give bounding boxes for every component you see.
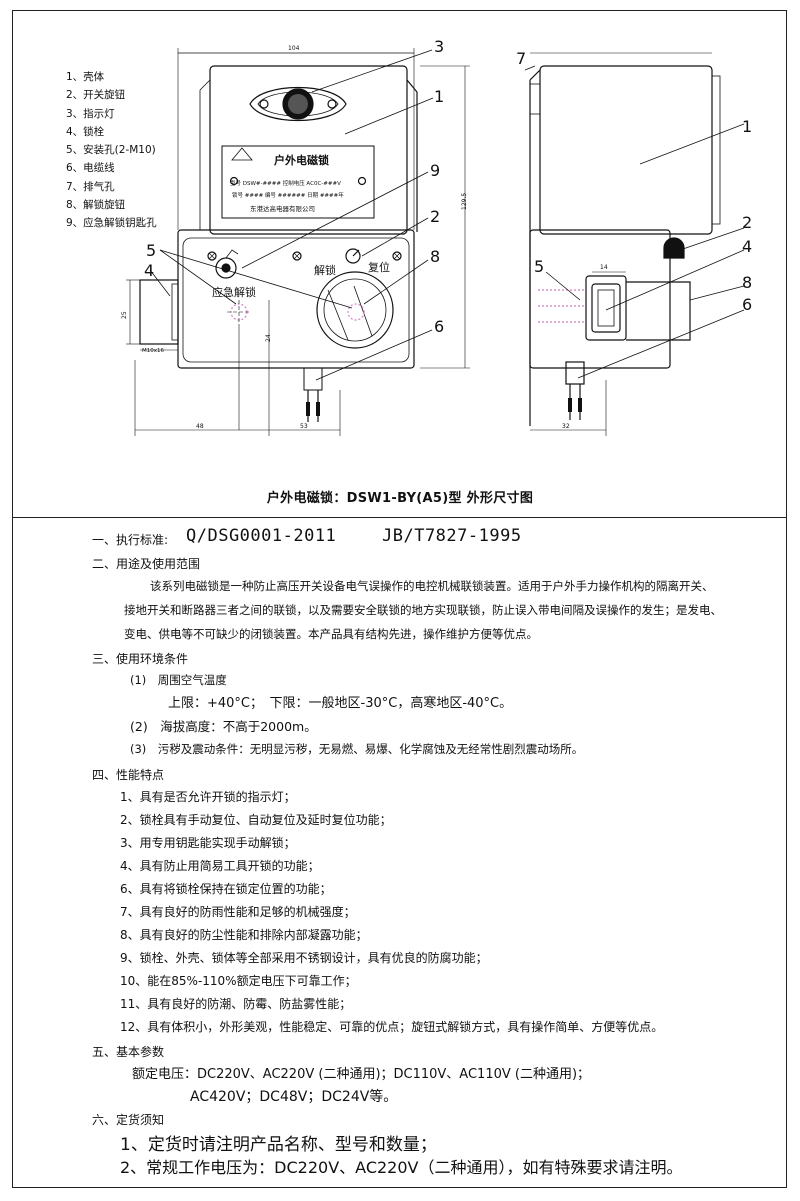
- callout-label: 7: [516, 49, 526, 68]
- technical-drawing: 户外电磁锁 型号 DSW#-#### 控制电压 AC0C-###V 锁号 ###…: [121, 37, 752, 436]
- list-item: 9、锁栓、外壳、锁体等全部采用不锈钢设计，具有优良的防腐功能；: [120, 951, 488, 965]
- legend-item: 5、安装孔(2-M10): [66, 144, 156, 157]
- callout-label: 5: [146, 241, 156, 260]
- list-item: 10、能在85%-110%额定电压下可靠工作；: [120, 974, 357, 988]
- callout-label: 9: [430, 161, 440, 180]
- list-item: 12、具有体积小，外形美观，性能稳定、可靠的优点；旋钮式解锁方式，具有操作简单、…: [120, 1020, 664, 1034]
- legend-item: 8、解锁旋钮: [66, 199, 126, 212]
- callout-label: 6: [742, 295, 752, 314]
- label-unlock: 解锁: [314, 263, 336, 277]
- callout-label: 4: [144, 261, 154, 280]
- paragraph-line: 变电、供电等不可缺少的闭锁装置。本产品具有结构先进，操作维护方便等优点。: [124, 627, 538, 641]
- side-view: 14 32 7 1 2 4 5 8 6: [516, 49, 752, 436]
- callout-label: 8: [430, 247, 440, 266]
- callout-label: 4: [742, 237, 752, 256]
- list-item: (3) 污秽及震动条件：无明显污秽，无易燃、易爆、化学腐蚀及无经常性剧烈震动场所…: [130, 742, 584, 756]
- callout-label: 6: [434, 317, 444, 336]
- dimension-label: 104: [288, 45, 300, 52]
- dimension-label: M10x16: [142, 348, 164, 354]
- list-item: 6、具有将锁栓保持在锁定位置的功能；: [120, 882, 332, 896]
- legend-item: 3、指示灯: [66, 107, 115, 120]
- drawing-sheet-border: [12, 10, 787, 1188]
- section-title: 二、用途及使用范围: [92, 557, 201, 571]
- list-item: 7、具有良好的防雨性能和足够的机械强度；: [120, 905, 356, 919]
- nameplate-title: 户外电磁锁: [274, 153, 329, 167]
- standard-code: JB/T7827-1995: [382, 526, 522, 546]
- callout-label: 1: [742, 117, 752, 136]
- section-title: 三、使用环境条件: [92, 652, 189, 666]
- parameter-line: AC420V；DC48V；DC24V等。: [190, 1089, 398, 1105]
- legend-item: 9、应急解锁钥匙孔: [66, 217, 157, 230]
- legend-item: 4、锁栓: [66, 125, 105, 138]
- list-item: 4、具有防止用简易工具开锁的功能；: [120, 859, 320, 873]
- label-emergency-unlock: 应急解锁: [212, 285, 256, 299]
- ordering-note: 1、定货时请注明产品名称、型号和数量；: [120, 1135, 437, 1155]
- dimension-label: 48: [196, 423, 204, 430]
- legend-item: 7、排气孔: [66, 180, 115, 193]
- dimension-label: 24: [265, 334, 272, 342]
- paragraph-line: 该系列电磁锁是一种防止高压开关设备电气误操作的电控机械联锁装置。适用于户外手力操…: [150, 579, 714, 593]
- list-item: 8、具有良好的防尘性能和排除内部凝露功能；: [120, 928, 368, 942]
- callout-label: 2: [430, 207, 440, 226]
- dimension-label: 53: [300, 423, 308, 430]
- list-item: (2) 海拔高度：不高于2000m。: [130, 719, 317, 734]
- list-item: 上限：+40°C； 下限：一般地区-30°C，高寒地区-40°C。: [168, 696, 513, 711]
- drawing-caption: 户外电磁锁：DSW1-BY(A5)型 外形尺寸图: [266, 491, 534, 506]
- dimension-label: 32: [562, 423, 570, 430]
- parameter-line: 额定电压：DC220V、AC220V (二种通用)；DC110V、AC110V …: [132, 1067, 591, 1082]
- section-title: 五、基本参数: [92, 1045, 165, 1059]
- legend-item: 6、电缆线: [66, 162, 115, 175]
- nameplate-maker: 东港达高电器有限公司: [250, 204, 315, 213]
- list-item: 3、用专用钥匙能实现手动解锁；: [120, 836, 296, 850]
- callout-label: 1: [434, 87, 444, 106]
- dimension-label: 25: [121, 311, 128, 319]
- legend-item: 1、壳体: [66, 71, 105, 83]
- dimension-label: 14: [600, 264, 608, 271]
- list-item: 2、锁栓具有手动复位、自动复位及延时复位功能；: [120, 813, 392, 827]
- front-view: 户外电磁锁 型号 DSW#-#### 控制电压 AC0C-###V 锁号 ###…: [121, 37, 470, 436]
- section-title: 一、执行标准:: [92, 533, 169, 547]
- section-divider: [12, 517, 787, 518]
- nameplate-line: 锁号 #### 编号 ###### 日期 ####年: [232, 191, 344, 199]
- legend-item: 2、开关旋钮: [66, 89, 126, 102]
- parts-legend: 1、壳体 2、开关旋钮 3、指示灯 4、锁栓 5、安装孔(2-M10) 6、电缆…: [66, 68, 157, 233]
- callout-label: 2: [742, 213, 752, 232]
- section-title: 四、性能特点: [92, 768, 165, 782]
- dimension-label: 129.5: [461, 193, 468, 210]
- paragraph-line: 接地开关和断路器三者之间的联锁，以及需要安全联锁的地方实现联锁，防止误入带电间隔…: [124, 603, 722, 617]
- list-item: (1) 周围空气温度: [130, 673, 227, 687]
- standard-code: Q/DSG0001-2011: [186, 526, 337, 546]
- callout-label: 8: [742, 273, 752, 292]
- list-item: 11、具有良好的防潮、防霉、防盐雾性能；: [120, 997, 352, 1011]
- callout-label: 5: [534, 257, 544, 276]
- callout-label: 3: [434, 37, 444, 56]
- label-reset: 复位: [368, 260, 390, 274]
- nameplate-line: 型号 DSW#-#### 控制电压 AC0C-###V: [230, 179, 341, 187]
- ordering-note: 2、常规工作电压为：DC220V、AC220V（二种通用），如有特殊要求请注明。: [120, 1158, 683, 1177]
- list-item: 1、具有是否允许开锁的指示灯；: [120, 790, 296, 804]
- section-title: 六、定货须知: [92, 1113, 165, 1127]
